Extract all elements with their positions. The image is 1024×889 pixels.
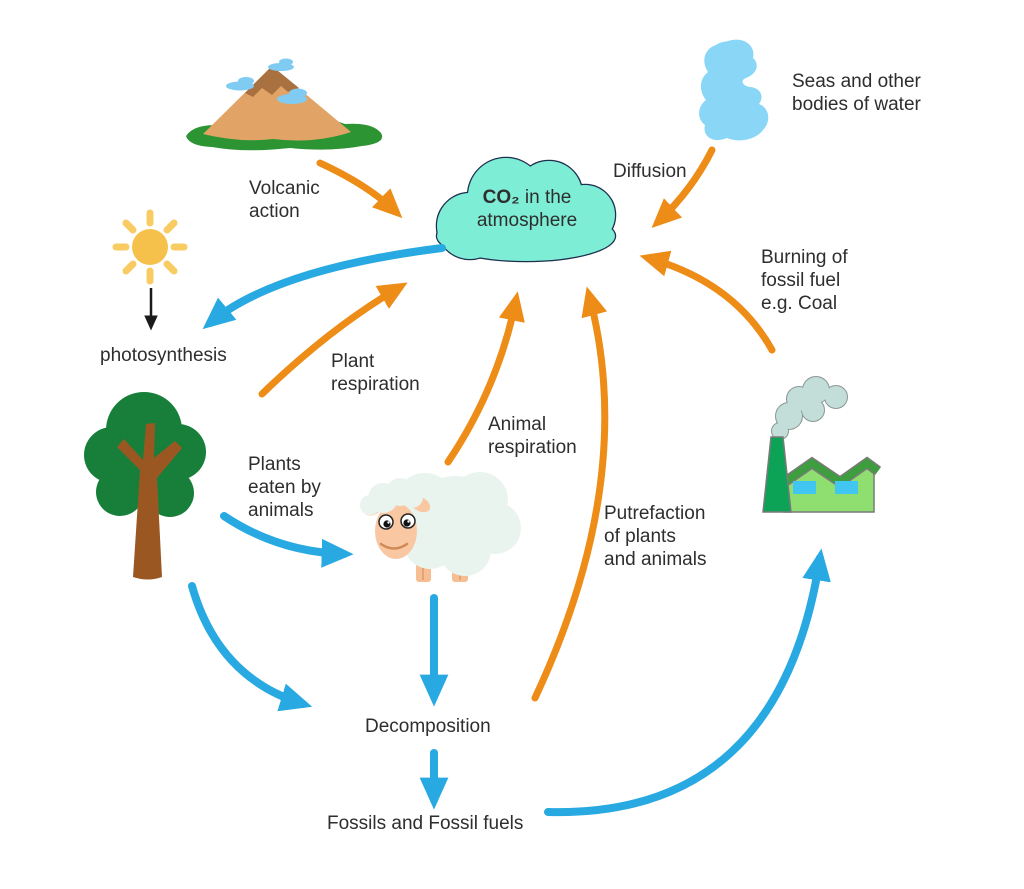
label-line: Fossils and Fossil fuels	[327, 813, 524, 834]
label-line: of plants	[604, 526, 676, 547]
smoke-icon	[771, 376, 848, 440]
cloud-label-line2: atmosphere	[476, 210, 578, 231]
label-line: eaten by	[248, 477, 321, 498]
sheep-icon	[360, 472, 521, 582]
co2-text: CO₂	[482, 187, 520, 208]
plant-respiration-label: Plant respiration	[331, 350, 420, 396]
volcano-clouds	[226, 58, 307, 104]
factory-window-left	[793, 481, 816, 494]
co2-rest-text: in the	[519, 187, 572, 208]
label-line: bodies of water	[792, 94, 921, 115]
seas-label: Seas and other bodies of water	[792, 70, 921, 116]
label-line: Plant	[331, 351, 375, 372]
co2-cloud-label: CO₂ in the atmosphere	[447, 186, 607, 232]
volcano-icon	[186, 58, 383, 151]
label-line: Seas and other	[792, 71, 921, 92]
volcano-peak	[245, 66, 299, 97]
volcanic-action-arrow	[316, 159, 403, 219]
sun-icon	[112, 209, 188, 285]
tree-icon	[84, 392, 206, 580]
label-line: action	[249, 201, 300, 222]
label-line: and animals	[604, 549, 707, 570]
co2-cloud-icon	[435, 156, 617, 263]
fossils-label: Fossils and Fossil fuels	[327, 812, 523, 835]
plants-eaten-arrow	[220, 512, 354, 568]
burning-fossil-fuel-label: Burning of fossil fuel e.g. Coal	[761, 246, 848, 315]
volcano-mountain	[203, 66, 351, 141]
diffusion-label: Diffusion	[613, 160, 687, 183]
label-line: Animal	[488, 414, 547, 435]
animal-respiration-label: Animal respiration	[488, 413, 577, 459]
label-line: Diffusion	[613, 161, 687, 182]
label-line: Volcanic	[249, 178, 320, 199]
label-line: animals	[248, 500, 314, 521]
plants-eaten-label: Plants eaten by animals	[248, 453, 321, 522]
plant-to-decomposition-arrow	[188, 582, 313, 712]
photosynthesis-label: photosynthesis	[100, 344, 227, 367]
label-line: Burning of	[761, 247, 848, 268]
factory-window-right	[835, 481, 858, 494]
tree-trunk	[117, 423, 182, 580]
label-line: Plants	[248, 454, 301, 475]
factory-chimney	[762, 436, 792, 513]
sheep-head-fluff	[360, 478, 423, 515]
factory-icon	[762, 376, 882, 513]
sheep-eyes	[378, 513, 416, 530]
arrows	[144, 146, 831, 817]
diffusion-arrow	[651, 146, 716, 229]
cloud-body	[437, 158, 615, 261]
volcanic-action-label: Volcanic action	[249, 177, 320, 223]
cloud-label-line1: CO₂ in the	[447, 186, 607, 209]
sheep-smile	[379, 542, 409, 550]
putrefaction-label: Putrefaction of plants and animals	[604, 502, 706, 571]
label-line: fossil fuel	[761, 270, 841, 291]
sheep-body	[395, 472, 521, 576]
label-line: Putrefaction	[604, 503, 706, 524]
fossils-to-factory-arrow	[544, 548, 831, 817]
putrefaction-arrow	[531, 286, 609, 702]
label-line: e.g. Coal	[761, 293, 838, 314]
sun-rays	[112, 209, 188, 285]
sun-disc	[132, 229, 168, 265]
label-line: Decomposition	[365, 716, 491, 737]
decomposition-label: Decomposition	[365, 715, 491, 738]
label-line: photosynthesis	[100, 345, 227, 366]
burning-fossil-fuel-arrow	[639, 250, 776, 354]
seas-icon	[699, 39, 769, 141]
animal-respiration-arrow	[444, 291, 525, 466]
photosynthesis-arrow	[202, 244, 446, 330]
label-line: respiration	[331, 374, 420, 395]
label-line: respiration	[488, 437, 577, 458]
plant-respiration-arrow	[258, 282, 408, 398]
